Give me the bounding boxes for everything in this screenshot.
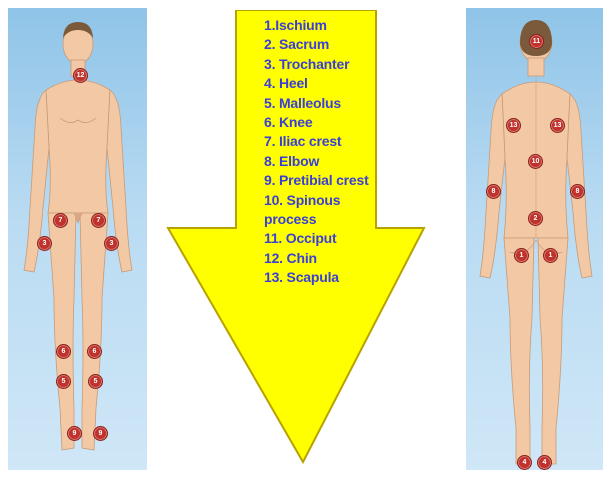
front-marker-pretibial-left: 9: [93, 426, 108, 441]
right-leg-back: [504, 238, 534, 464]
front-marker-malleolus-left: 5: [88, 374, 103, 389]
left-leg-back: [538, 238, 568, 464]
site-item: 3. Trochanter: [264, 55, 454, 74]
site-item: 6. Knee: [264, 113, 454, 132]
site-item: 7. Iliac crest: [264, 132, 454, 151]
front-marker-knee-right: 6: [56, 344, 71, 359]
front-marker-malleolus-right: 5: [56, 374, 71, 389]
site-item: 8. Elbow: [264, 152, 454, 171]
back-body-figure: [466, 8, 603, 470]
back-marker-occiput: 11: [529, 34, 544, 49]
torso-front: [46, 80, 110, 213]
left-leg-front: [80, 213, 108, 450]
site-item: 11. Occiput: [264, 229, 454, 248]
back-marker-scapula-left: 13: [550, 118, 565, 133]
pressure-sites-list: 1.Ischium 2. Sacrum 3. Trochanter 4. Hee…: [264, 16, 454, 288]
front-view-panel: 12 7 7 3 3 6 6 5 5 9 9: [8, 8, 147, 470]
back-marker-ischium-left: 1: [543, 248, 558, 263]
site-item: 10. Spinous process: [264, 191, 384, 230]
right-leg-front: [48, 213, 76, 450]
neck-back: [528, 58, 544, 76]
site-item: 2. Sacrum: [264, 35, 454, 54]
front-marker-chin: 12: [73, 68, 88, 83]
front-marker-trochanter-right: 3: [37, 236, 52, 251]
front-marker-knee-left: 6: [87, 344, 102, 359]
front-marker-iliac-crest-left: 7: [91, 213, 106, 228]
site-item: 12. Chin: [264, 249, 454, 268]
pressure-sites-arrow: 1.Ischium 2. Sacrum 3. Trochanter 4. Hee…: [166, 10, 426, 466]
site-item: 9. Pretibial crest: [264, 171, 454, 190]
back-view-panel: 11 13 13 10 8 8 2 1 1 4 4: [466, 8, 603, 470]
back-marker-elbow-right: 8: [486, 184, 501, 199]
site-item: 1.Ischium: [264, 16, 454, 35]
site-item: 4. Heel: [264, 74, 454, 93]
back-marker-ischium-right: 1: [514, 248, 529, 263]
back-marker-sacrum: 2: [528, 211, 543, 226]
front-marker-trochanter-left: 3: [104, 236, 119, 251]
site-item: 5. Malleolus: [264, 94, 454, 113]
back-marker-elbow-left: 8: [570, 184, 585, 199]
front-marker-pretibial-right: 9: [67, 426, 82, 441]
back-marker-heel-left: 4: [537, 455, 552, 470]
back-marker-scapula-right: 13: [506, 118, 521, 133]
back-marker-heel-right: 4: [517, 455, 532, 470]
site-item: 13. Scapula: [264, 268, 454, 287]
front-marker-iliac-crest-right: 7: [53, 213, 68, 228]
back-marker-spinous-process: 10: [528, 154, 543, 169]
